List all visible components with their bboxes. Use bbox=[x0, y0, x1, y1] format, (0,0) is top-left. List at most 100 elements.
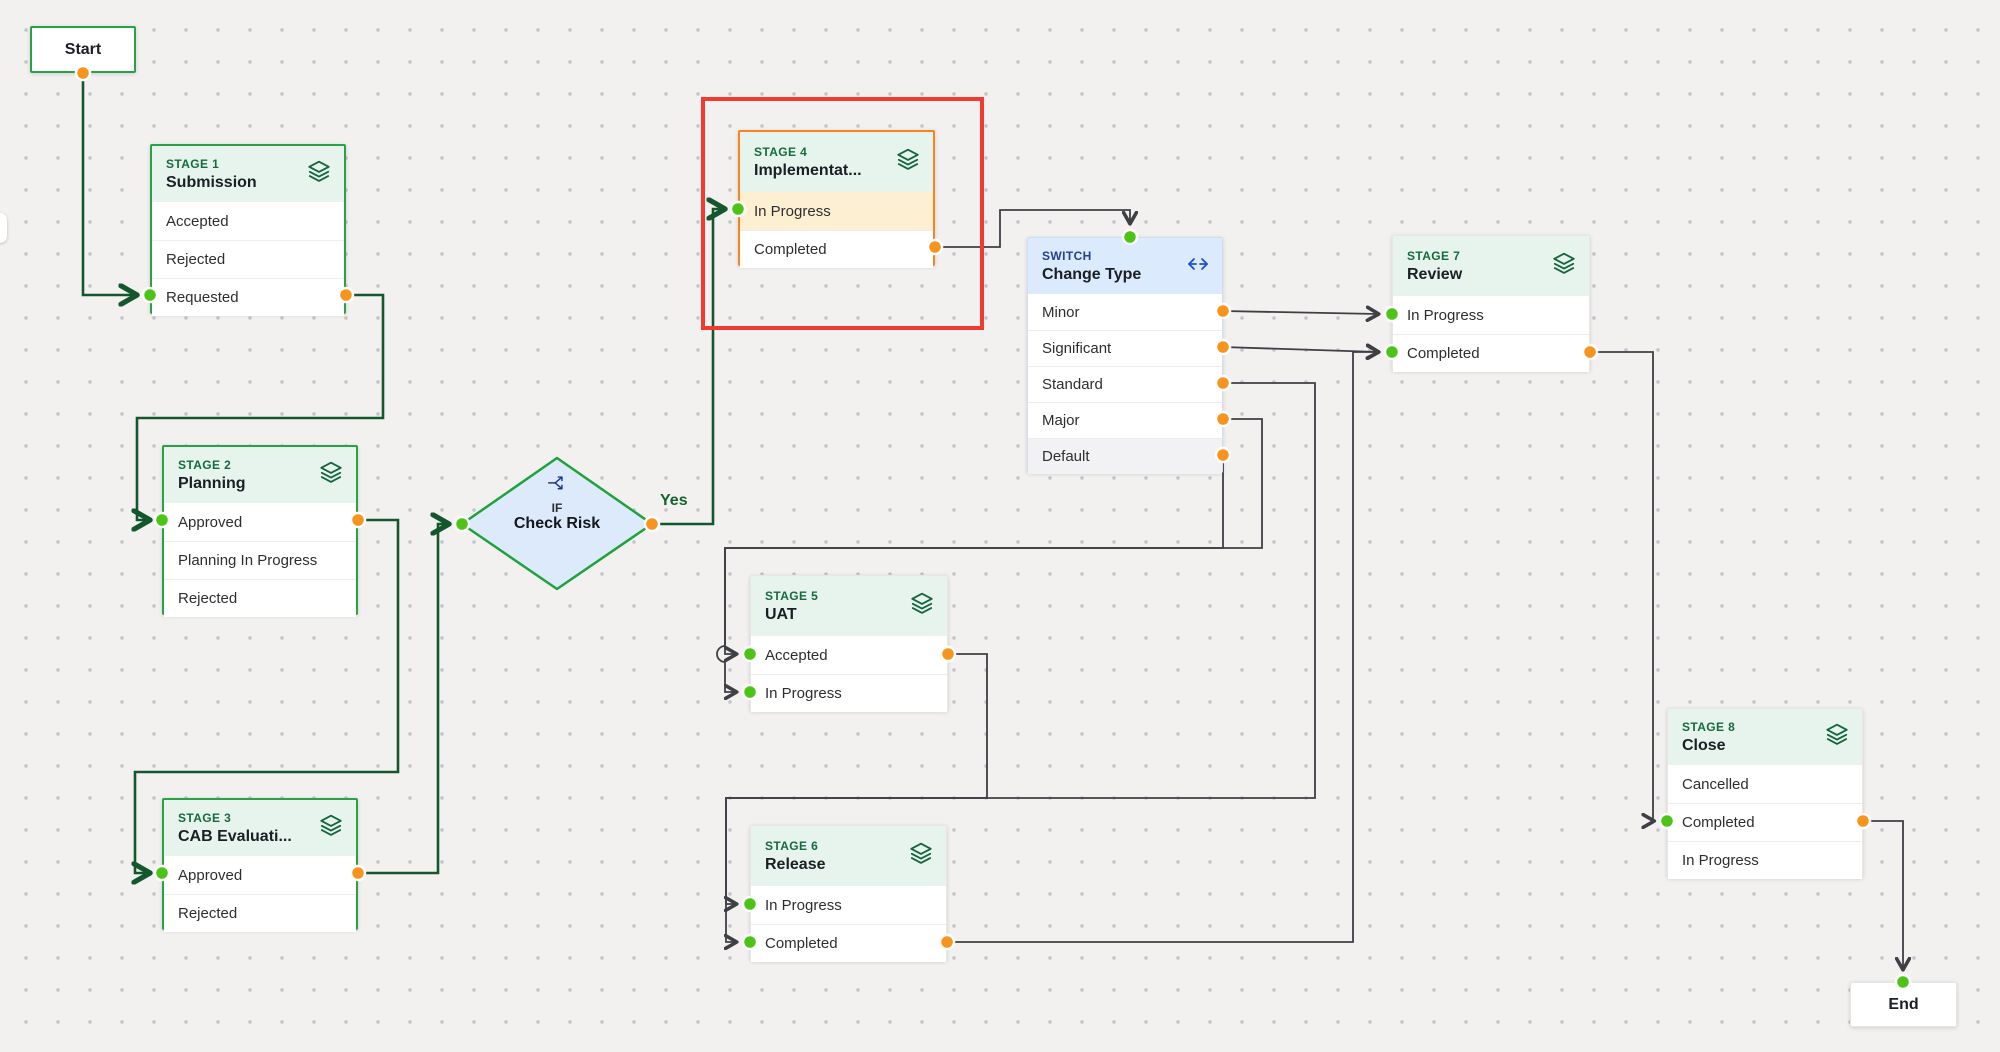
stage2-title: Planning bbox=[178, 475, 246, 492]
stage7-kind: STAGE 7 bbox=[1407, 249, 1461, 263]
layers-icon bbox=[908, 841, 934, 872]
edge-stage8-completed-to-end[interactable] bbox=[1863, 820, 1903, 969]
stage2-row-planning-in-progress[interactable]: Planning In Progress bbox=[164, 541, 356, 579]
stage4-kind: STAGE 4 bbox=[754, 145, 808, 159]
swap-arrows-icon bbox=[1186, 252, 1210, 281]
port-switch-minor-out[interactable] bbox=[1214, 302, 1232, 320]
layers-icon bbox=[318, 813, 344, 844]
edge-start-to-stage1-requested[interactable] bbox=[81, 73, 136, 295]
port-stage7-inprogress-in[interactable] bbox=[1383, 305, 1401, 323]
port-switch-major-out[interactable] bbox=[1214, 410, 1232, 428]
stage6-node[interactable]: STAGE 6 Release In Progress Completed bbox=[750, 825, 947, 962]
stage7-node[interactable]: STAGE 7 Review In Progress Completed bbox=[1392, 235, 1590, 372]
layers-icon bbox=[318, 460, 344, 491]
port-stage6-completed-out[interactable] bbox=[938, 933, 956, 951]
port-stage8-completed-out[interactable] bbox=[1854, 812, 1872, 830]
layers-icon bbox=[1551, 251, 1577, 282]
edge-stage2-approved-to-stage3[interactable] bbox=[135, 518, 400, 873]
stage8-row-cancelled[interactable]: Cancelled bbox=[1668, 765, 1862, 803]
stage3-title: CAB Evaluati... bbox=[178, 828, 292, 845]
edge-stage6-completed-to-stage7-completed[interactable] bbox=[947, 352, 1378, 943]
switch-row-default[interactable]: Default bbox=[1028, 438, 1222, 474]
port-if-out[interactable] bbox=[643, 515, 661, 533]
port-switch-default-out[interactable] bbox=[1214, 446, 1232, 464]
edge-switch-default-to-stage5-accepted[interactable] bbox=[725, 455, 1224, 654]
port-stage1-requested-in[interactable] bbox=[141, 286, 159, 304]
switch-kind: SWITCH bbox=[1042, 249, 1092, 263]
port-stage3-approved-out[interactable] bbox=[349, 864, 367, 882]
stage7-row-completed[interactable]: Completed bbox=[1393, 334, 1589, 372]
stage8-node[interactable]: STAGE 8 Close Cancelled Completed In Pro… bbox=[1667, 708, 1863, 879]
switch-row-minor[interactable]: Minor bbox=[1028, 294, 1222, 330]
port-stage5-accepted-out[interactable] bbox=[939, 645, 957, 663]
switch-row-standard[interactable]: Standard bbox=[1028, 366, 1222, 402]
port-stage6-completed-in[interactable] bbox=[741, 933, 759, 951]
if-yes-branch-label: Yes bbox=[660, 492, 688, 509]
stage4-row-in-progress[interactable]: In Progress bbox=[740, 192, 933, 230]
selection-highlight-box bbox=[701, 97, 984, 330]
stage6-row-in-progress[interactable]: In Progress bbox=[751, 886, 946, 924]
stage5-row-in-progress[interactable]: In Progress bbox=[751, 674, 947, 712]
port-switch-in[interactable] bbox=[1121, 228, 1139, 246]
stage5-node[interactable]: STAGE 5 UAT Accepted In Progress bbox=[750, 575, 948, 712]
layers-icon bbox=[306, 159, 332, 190]
stage2-row-rejected[interactable]: Rejected bbox=[164, 579, 356, 617]
edge-stage4-completed-to-switch[interactable] bbox=[935, 209, 1130, 248]
collapsed-panel-tab[interactable] bbox=[0, 213, 7, 243]
stage5-kind: STAGE 5 bbox=[765, 589, 819, 603]
port-switch-standard-out[interactable] bbox=[1214, 374, 1232, 392]
port-stage3-approved-in[interactable] bbox=[153, 864, 171, 882]
stage3-node[interactable]: STAGE 3 CAB Evaluati... Approved Rejecte… bbox=[162, 798, 358, 932]
edge-switch-standard-to-stage6-inprogress[interactable] bbox=[726, 382, 1316, 904]
layers-icon bbox=[895, 147, 921, 178]
stage4-node[interactable]: STAGE 4 Implementat... In Progress Compl… bbox=[738, 130, 935, 268]
stage7-title: Review bbox=[1407, 266, 1463, 283]
switch-row-significant[interactable]: Significant bbox=[1028, 330, 1222, 366]
edge-stage1-requested-to-stage2-approved[interactable] bbox=[137, 293, 385, 520]
stage6-row-completed[interactable]: Completed bbox=[751, 924, 946, 962]
stage4-title: Implementat... bbox=[754, 162, 862, 179]
stage8-row-in-progress[interactable]: In Progress bbox=[1668, 841, 1862, 879]
switch-row-major[interactable]: Major bbox=[1028, 402, 1222, 438]
switch-node[interactable]: SWITCH Change Type Minor Significant Sta… bbox=[1027, 237, 1223, 474]
port-stage8-completed-in[interactable] bbox=[1658, 812, 1676, 830]
edge-if-yes-to-stage4-inprogress[interactable] bbox=[652, 209, 724, 526]
port-stage6-inprogress-in[interactable] bbox=[741, 895, 759, 913]
port-stage7-completed-in[interactable] bbox=[1383, 343, 1401, 361]
stage4-row-completed[interactable]: Completed bbox=[740, 230, 933, 268]
port-end-in[interactable] bbox=[1894, 973, 1912, 991]
port-stage4-completed-out[interactable] bbox=[926, 238, 944, 256]
port-stage5-accepted-in[interactable] bbox=[741, 645, 759, 663]
edge-switch-minor-to-stage7-inprogress[interactable] bbox=[1222, 311, 1378, 314]
port-if-in[interactable] bbox=[453, 515, 471, 533]
port-start-out[interactable] bbox=[74, 64, 92, 82]
stage1-title: Submission bbox=[166, 174, 257, 191]
port-stage5-inprogress-in[interactable] bbox=[741, 683, 759, 701]
stage3-row-rejected[interactable]: Rejected bbox=[164, 894, 356, 932]
stage2-node[interactable]: STAGE 2 Planning Approved Planning In Pr… bbox=[162, 445, 358, 617]
port-switch-significant-out[interactable] bbox=[1214, 338, 1232, 356]
stage5-row-accepted[interactable]: Accepted bbox=[751, 636, 947, 674]
stage1-row-rejected[interactable]: Rejected bbox=[152, 240, 344, 278]
port-stage7-completed-out[interactable] bbox=[1581, 343, 1599, 361]
stage1-row-requested[interactable]: Requested bbox=[152, 278, 344, 316]
port-stage2-approved-out[interactable] bbox=[349, 511, 367, 529]
layers-icon bbox=[1824, 722, 1850, 753]
edge-stage3-approved-to-if[interactable] bbox=[358, 524, 448, 875]
stage3-row-approved[interactable]: Approved bbox=[164, 856, 356, 894]
stage7-row-in-progress[interactable]: In Progress bbox=[1393, 296, 1589, 334]
stage6-title: Release bbox=[765, 856, 826, 873]
stage5-title: UAT bbox=[765, 606, 797, 623]
port-stage2-approved-in[interactable] bbox=[153, 511, 171, 529]
stage2-row-approved[interactable]: Approved bbox=[164, 503, 356, 541]
edge-stage7-completed-to-stage8-completed[interactable] bbox=[1590, 351, 1654, 821]
edge-stage5-accepted-to-stage6-completed[interactable] bbox=[726, 653, 988, 942]
port-stage1-requested-out[interactable] bbox=[337, 286, 355, 304]
stage1-node[interactable]: STAGE 1 Submission Accepted Rejected Req… bbox=[150, 144, 346, 316]
port-stage4-inprogress-in[interactable] bbox=[729, 200, 747, 218]
stage1-kind: STAGE 1 bbox=[166, 157, 220, 171]
stage8-row-completed[interactable]: Completed bbox=[1668, 803, 1862, 841]
stage1-row-accepted[interactable]: Accepted bbox=[152, 202, 344, 240]
